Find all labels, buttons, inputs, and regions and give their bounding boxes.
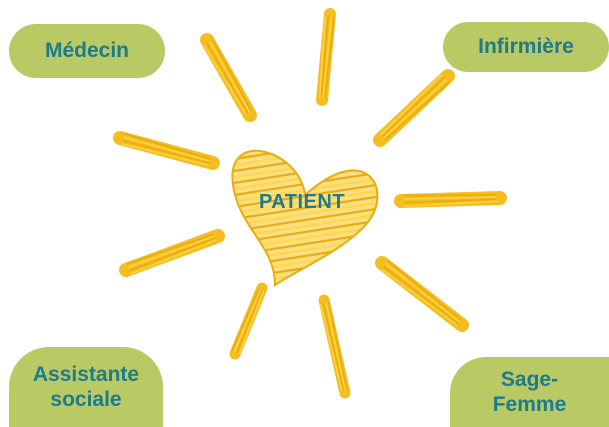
sun-ray-hatch [404,198,497,204]
sun-ray [113,131,220,170]
sun-ray-hatch [124,133,211,160]
sun-ray-hatch [385,263,461,323]
sun-ray-hatch [320,16,329,98]
sun-ray [229,282,268,360]
sun-ray-hatch [122,139,210,164]
heart-scribble-stroke [232,150,378,158]
role-infirmiere-label: Infirmière [478,35,574,59]
role-sagefemme-line1: Sage- [500,367,559,391]
sun-ray-hatch [121,143,210,166]
sun-ray-hatch [212,39,252,112]
sun-ray-hatch [382,79,448,140]
patient-label: PATIENT [258,191,346,213]
role-sage-femme: Sage- Femme [450,357,609,427]
sun-ray-hatch [206,43,249,114]
sun-ray-hatch [328,302,348,390]
sun-ray-hatch [325,302,346,390]
role-assistante-line1: Assistante [32,362,140,386]
role-assistante-line2: sociale [50,388,122,411]
heart-scribble-stroke [232,150,378,152]
sun-ray-hatch [404,196,497,200]
sun-ray-hatch [127,233,215,265]
sun-ray [394,191,507,208]
role-sagefemme-line2: Femme [492,393,567,416]
role-infirmiere: Infirmière [443,22,609,72]
heart-scribble-stroke [232,276,378,285]
sun-ray [119,229,225,277]
sun-ray [375,256,469,332]
heart-outline [231,149,379,287]
sun-ray-hatch [203,44,247,115]
sun-ray-hatch [322,303,345,391]
sun-ray-hatch [231,288,260,351]
sun-ray-hatch [209,41,250,113]
sun-ray-hatch [381,268,458,326]
sun-ray-hatch [128,235,215,268]
sun-ray-hatch [379,73,443,136]
sun-ray-hatch [320,303,343,391]
sun-ray-hatch [322,16,332,98]
heart-scribble-stroke [232,186,378,218]
sun-ray-hatch [404,200,497,207]
sun-ray-hatch [383,266,459,325]
role-medecin: Médecin [9,24,165,78]
sun-ray-hatch [384,81,450,141]
sun-ray-hatch [236,290,263,353]
heart-scribble-stroke [232,264,378,285]
sun-ray [318,294,351,399]
sun-ray-hatch [123,136,211,162]
sun-ray [200,33,257,122]
heart-scribble-stroke [215,116,395,144]
sun-rays [113,8,507,399]
role-medecin-label: Médecin [44,39,130,63]
sun-ray-hatch [404,194,497,197]
heart-scribble-stroke [232,270,378,285]
sun-ray-hatch [318,16,326,98]
sun-ray [316,8,336,106]
sun-ray-hatch [387,260,462,321]
sun-ray-hatch [324,17,335,98]
sun-ray-hatch [129,237,216,272]
sun-ray [373,69,455,147]
sun-ray-hatch [239,290,265,354]
sun-ray-hatch [130,239,217,275]
heart-scribble-stroke [232,150,378,164]
sun-ray-hatch [381,76,445,138]
sun-ray-hatch [234,289,261,352]
role-assistante-sociale: Assistante sociale [9,347,163,427]
